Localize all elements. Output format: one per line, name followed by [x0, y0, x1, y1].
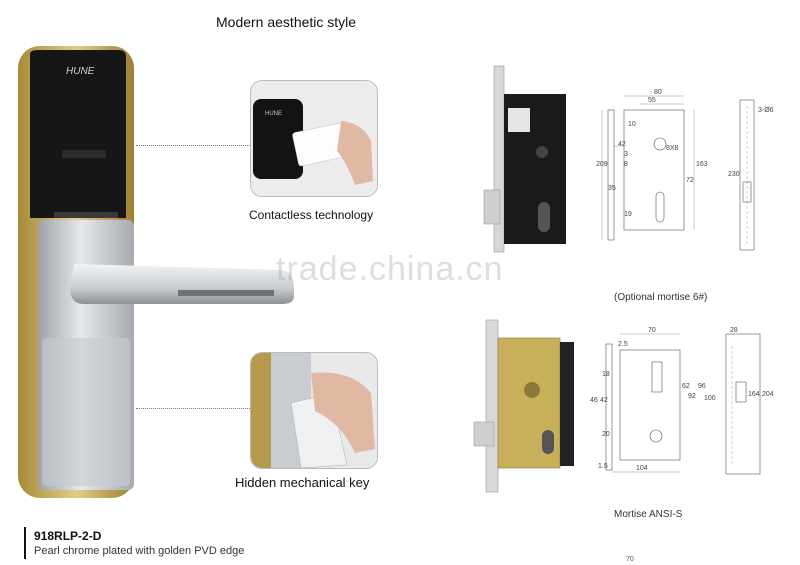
- svg-text:96: 96: [698, 383, 706, 390]
- feature-label-mechanical-key: Hidden mechanical key: [235, 475, 370, 490]
- model-code: 918RLP-2-D: [34, 529, 102, 543]
- svg-text:55: 55: [648, 97, 656, 104]
- svg-text:230: 230: [728, 171, 740, 178]
- leader-line-top: [136, 145, 250, 146]
- svg-text:20: 20: [602, 431, 610, 438]
- page-headline: Modern aesthetic style: [216, 14, 357, 30]
- svg-text:18: 18: [602, 371, 610, 378]
- mortise-bottom-photo: [473, 319, 574, 493]
- svg-text:3-Ø6: 3-Ø6: [758, 107, 774, 114]
- mechanical-key-thumbnail: [250, 352, 378, 469]
- svg-text:92: 92: [688, 393, 696, 400]
- svg-text:104: 104: [636, 465, 648, 472]
- door-lock-illustration: HUNE: [18, 46, 294, 498]
- contactless-thumbnail: HUNE: [250, 80, 378, 197]
- svg-text:100: 100: [704, 395, 716, 402]
- svg-text:163: 163: [696, 161, 708, 168]
- svg-text:2.5: 2.5: [618, 341, 628, 348]
- svg-text:42: 42: [618, 141, 626, 148]
- svg-text:164: 164: [748, 391, 760, 398]
- svg-text:HUNE: HUNE: [265, 111, 282, 117]
- svg-text:70: 70: [648, 327, 656, 334]
- svg-text:80: 80: [654, 89, 662, 96]
- watermark: trade.china.cn: [276, 250, 504, 288]
- svg-text:1.5: 1.5: [598, 463, 608, 470]
- svg-text:46: 46: [590, 397, 598, 404]
- svg-text:8: 8: [624, 161, 628, 168]
- svg-text:28: 28: [730, 327, 738, 334]
- leader-line-bottom: [136, 408, 250, 409]
- svg-text:209: 209: [596, 161, 608, 168]
- mortise-bottom-caption: Mortise ANSI-S: [614, 509, 683, 520]
- brand-logo: HUNE: [66, 66, 95, 77]
- svg-text:72: 72: [686, 177, 694, 184]
- model-description: Pearl chrome plated with golden PVD edge: [34, 545, 245, 557]
- mortise-bottom-drawing: 70 2.5 18 46 42 62 96 92 100 20 1.5 104 …: [590, 327, 774, 475]
- mortise-top-photo: [483, 65, 566, 253]
- mortise-top-caption: (Optional mortise 6#): [614, 292, 708, 303]
- feature-label-contactless: Contactless technology: [249, 208, 374, 222]
- page-number: 70: [626, 556, 634, 563]
- svg-text:42: 42: [600, 397, 608, 404]
- svg-text:62: 62: [682, 383, 690, 390]
- svg-text:10: 10: [628, 121, 636, 128]
- svg-text:8X8: 8X8: [666, 145, 679, 152]
- mortise-top-drawing: 80 55 10 42 3 8 209 35 19 8X8 72 163 230…: [596, 89, 774, 251]
- model-marker-bar: [24, 527, 26, 559]
- svg-text:204: 204: [762, 391, 774, 398]
- svg-text:19: 19: [624, 211, 632, 218]
- svg-text:35: 35: [608, 185, 616, 192]
- svg-text:3: 3: [624, 151, 628, 158]
